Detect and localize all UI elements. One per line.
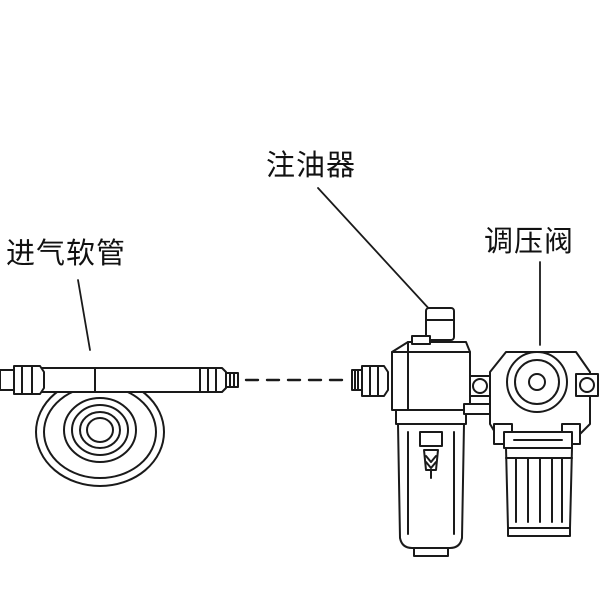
oiler-leader-line — [317, 187, 433, 313]
unit-connector — [463, 375, 495, 415]
regulator-unit — [489, 351, 599, 537]
label-oiler: 注油器 — [266, 148, 357, 182]
regulator-gauge-inner — [514, 359, 560, 405]
oiler-inlet-nipple — [351, 365, 389, 397]
oiler-bowl-bottom — [413, 547, 449, 557]
label-air-inlet-hose: 进气软管 — [6, 236, 127, 270]
hose-coil-inner — [86, 417, 114, 443]
hose-coil-ring-5 — [79, 411, 121, 449]
hose-right-fitting — [199, 367, 239, 393]
hose-coil-ring-3 — [63, 397, 137, 463]
oiler-fill-cap — [425, 307, 455, 341]
regulator-gauge-center — [528, 373, 546, 391]
air-inlet-hose — [0, 365, 239, 487]
hose-straight-section — [39, 367, 201, 393]
hose-coil-ring-4 — [71, 404, 129, 456]
hose-left-fitting — [0, 365, 45, 395]
oiler-unit — [391, 307, 471, 557]
hose-coil-outer — [35, 377, 165, 487]
oiler-collar — [395, 409, 467, 425]
hose-leader-line — [77, 279, 91, 351]
oiler-bowl — [397, 423, 465, 549]
label-regulator: 调压阀 — [484, 224, 575, 258]
leader-lines — [77, 187, 541, 351]
oiler-sight-tube — [419, 431, 443, 447]
